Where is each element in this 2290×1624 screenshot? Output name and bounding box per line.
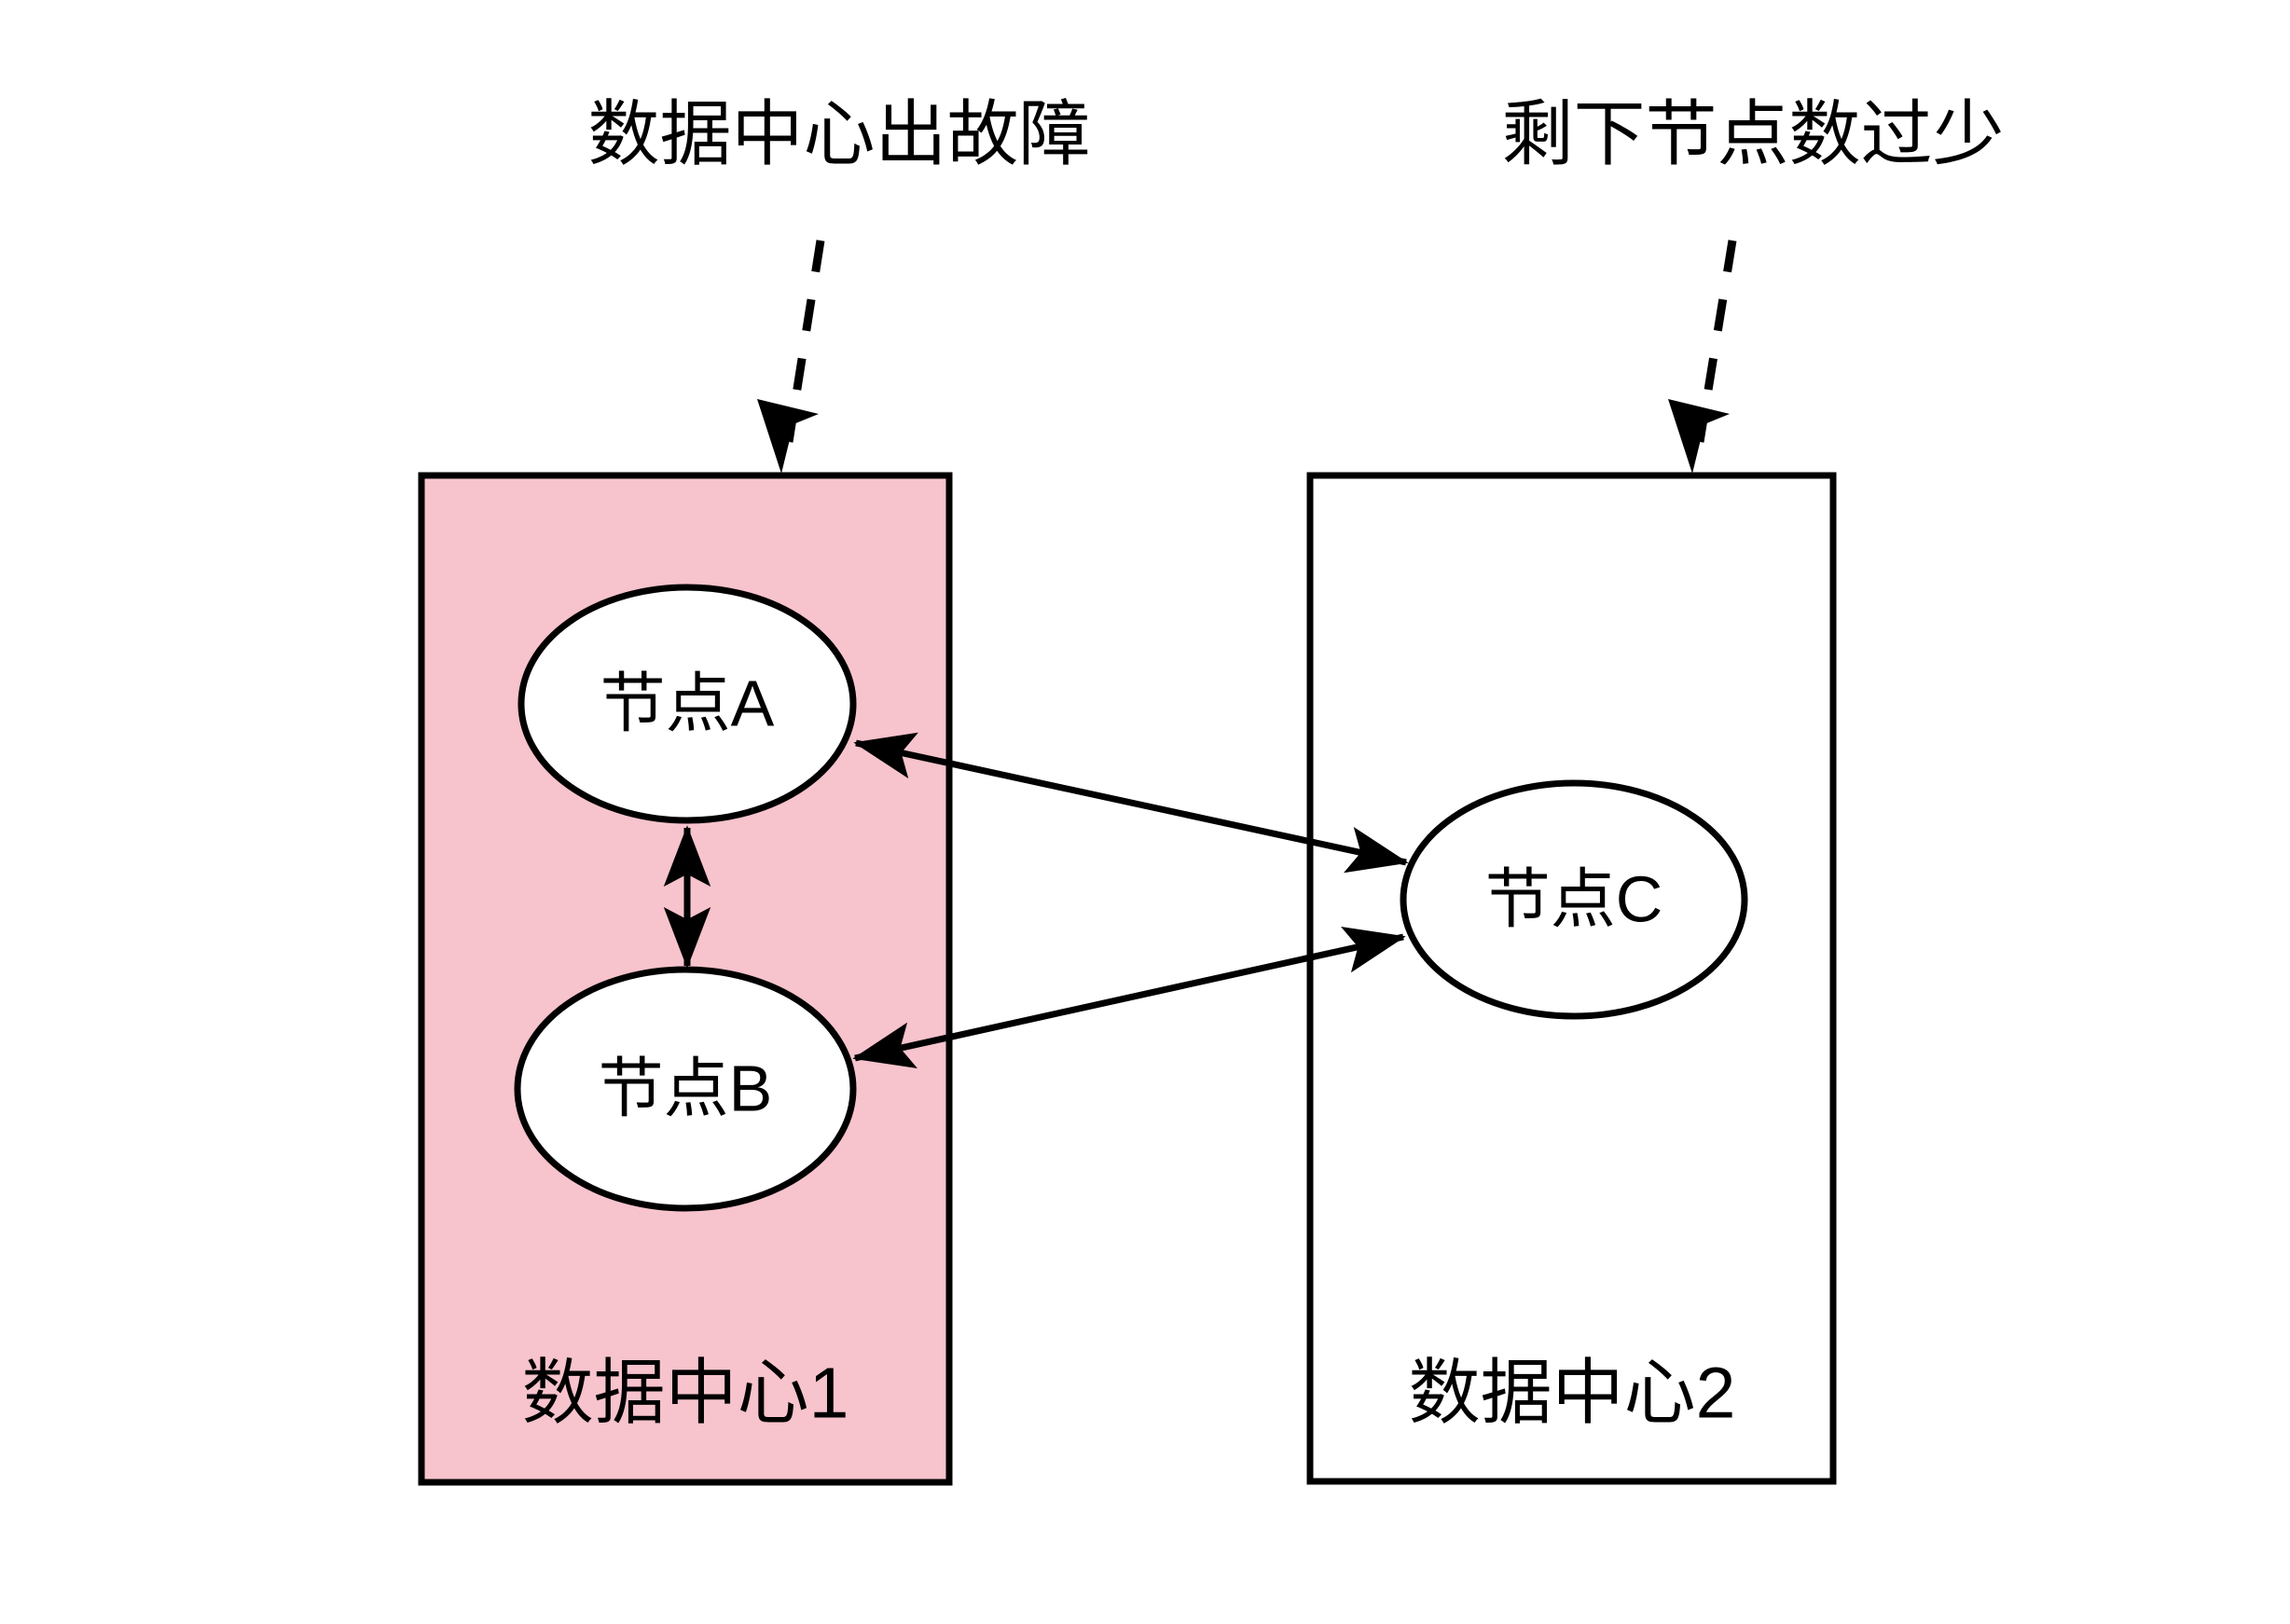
datacenter-2-label: 数据中心2 bbox=[1409, 1353, 1736, 1433]
node-a-ellipse[interactable] bbox=[517, 584, 857, 824]
node-c-label: 节点C bbox=[1485, 862, 1663, 935]
node-b-group[interactable]: 节点B bbox=[514, 966, 857, 1212]
link-node-a-node-c bbox=[853, 732, 1409, 874]
failure-callout-label: 数据中心出故障 bbox=[588, 94, 1091, 174]
node-a-label: 节点A bbox=[600, 667, 775, 739]
node-c-ellipse[interactable] bbox=[1400, 779, 1748, 1020]
quorum-callout-arrow-icon bbox=[1668, 399, 1730, 474]
link-node-b-node-c bbox=[852, 926, 1406, 1069]
node-b-ellipse[interactable] bbox=[514, 966, 857, 1212]
replication-links bbox=[663, 732, 1409, 1069]
quorum-callout-group: 剩下节点数过少 bbox=[1502, 94, 2005, 474]
node-c-group[interactable]: 节点C bbox=[1400, 779, 1748, 1020]
datacenter-1-label: 数据中心1 bbox=[522, 1353, 849, 1433]
node-b-label: 节点B bbox=[599, 1052, 773, 1124]
node-a-group[interactable]: 节点A bbox=[517, 584, 857, 824]
quorum-callout-label: 剩下节点数过少 bbox=[1502, 94, 2005, 174]
failure-callout-group: 数据中心出故障 bbox=[588, 94, 1091, 474]
failure-callout-arrow-icon bbox=[757, 399, 819, 474]
